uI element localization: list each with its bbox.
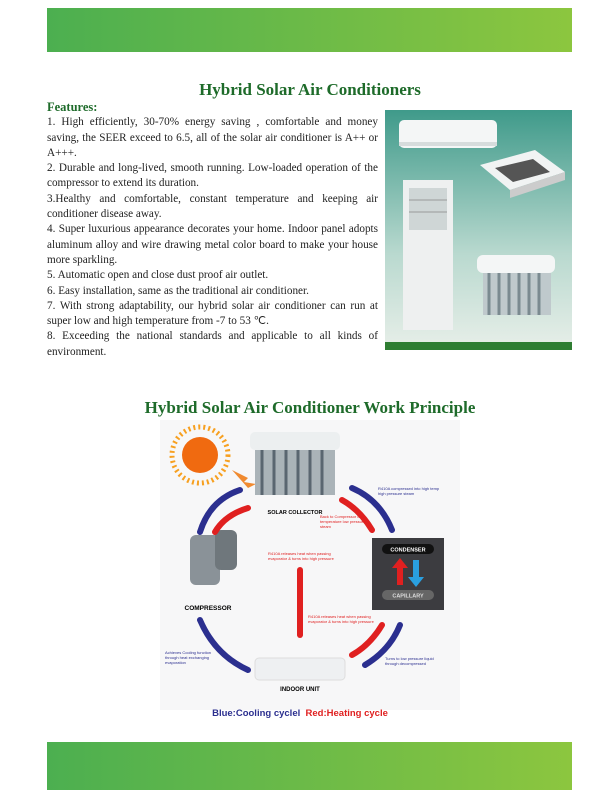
note-cooling: Achieves Cooling function through heat e… [165, 650, 212, 665]
feature-item: 7. With strong adaptability, our hybrid … [47, 299, 378, 328]
feature-item: 5. Automatic open and close dust proof a… [47, 269, 269, 282]
note-back-to-compressor: Back to Compressor Low temperature low p… [320, 514, 366, 529]
heating-flow-arrow [349, 622, 385, 658]
heating-flow-arrow [212, 505, 251, 535]
feature-item: 8. Exceeding the national standards and … [47, 330, 378, 358]
cooling-flow-arrow [362, 622, 403, 668]
indoor-unit-label: INDOOR UNIT [280, 687, 320, 693]
solar-collector-label: SOLAR COLLECTOR [268, 510, 323, 516]
feature-item: 2. Durable and long-lived, smooth runnin… [47, 162, 378, 190]
features-list: Features: 1. High efficiently, 30-70% en… [47, 100, 378, 360]
indoor-unit-image [254, 657, 346, 681]
compressor-label: COMPRESSOR [185, 605, 232, 612]
cooling-flow-arrow [349, 485, 395, 533]
compressor-image [190, 530, 237, 585]
cooling-flow-arrow [197, 617, 251, 673]
heating-flow-arrow [339, 497, 375, 533]
bottom-banner [47, 742, 572, 790]
wall-unit-image [399, 120, 497, 148]
capillary-label: CAPILLARY [392, 594, 424, 600]
solar-split-unit-image [477, 255, 555, 315]
cassette-unit-image [480, 150, 565, 198]
cooling-flow-arrow [197, 487, 243, 535]
feature-item: 1. High efficiently, 30-70% energy savin… [47, 116, 378, 159]
legend-cooling: Blue:Cooling cyclel [212, 708, 301, 719]
top-banner [47, 8, 572, 52]
floor-unit-image [403, 180, 453, 330]
solar-collector-image [250, 432, 340, 495]
features-label: Features: [47, 100, 98, 114]
note-releases-heat: R410A releases heat when passing evapora… [308, 614, 374, 624]
product-photo [385, 110, 572, 350]
section-title: Hybrid Solar Air Conditioner Work Princi… [144, 398, 476, 417]
note-releases-heat: R410A releases heat when passing evapora… [268, 551, 334, 561]
condenser-panel: CONDENSER CAPILLARY [372, 538, 444, 610]
note-compressed: R410A compressed into high temp high pre… [378, 486, 440, 496]
cycle-legend: Blue:Cooling cyclel Red:Heating cycle [0, 708, 600, 719]
sunlight-arrow-icon [232, 470, 256, 488]
feature-item: 4. Super luxurious appearance decorates … [47, 223, 378, 266]
feature-item: 3.Healthy and comfortable, constant temp… [47, 192, 378, 221]
cooling-arrow-icon [408, 560, 424, 587]
condenser-label: CONDENSER [390, 548, 425, 554]
heating-arrow-icon [392, 558, 408, 585]
legend-heating: Red:Heating cycle [305, 708, 388, 719]
feature-item: 6. Easy installation, same as the tradit… [47, 284, 309, 297]
work-principle-diagram: SOLAR COLLECTOR COMPRESSOR CONDENSER CAP… [160, 420, 460, 710]
sun-icon [169, 424, 231, 486]
note-low-pressure: Turns to low pressure liquid through dec… [385, 656, 434, 666]
page-title: Hybrid Solar Air Conditioners [199, 80, 421, 99]
